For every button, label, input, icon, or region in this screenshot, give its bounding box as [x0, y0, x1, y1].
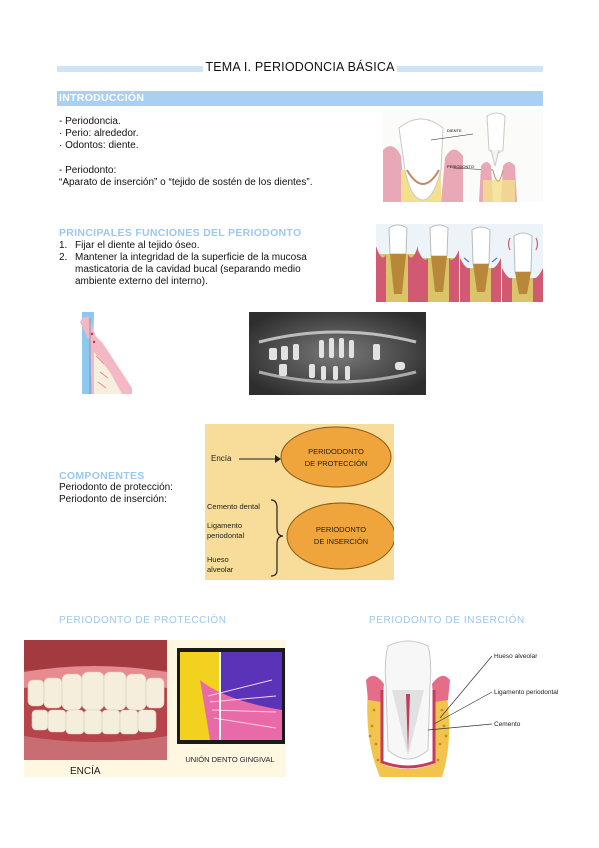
components-line: Periodonto de protección: [59, 482, 173, 493]
insertion-oval [286, 502, 394, 570]
insertion-item: Ligamento [207, 521, 242, 530]
figure-label-diente: DIENTE [447, 128, 462, 133]
components-line: Periodonto de inserción: [59, 494, 167, 505]
brace-icon [270, 499, 284, 577]
list-item: Mantener la integridad de la superficie … [75, 252, 307, 263]
heading-protection: PERIODONTO DE PROTECCIÓN [59, 615, 227, 626]
protection-label-2: DE PROTECCIÓN [305, 459, 368, 468]
insertion-item: Hueso [207, 555, 229, 564]
panoramic-xray [249, 312, 426, 395]
list-item: ambiente externo del interno). [75, 276, 208, 287]
union-label: UNIÓN DENTO GINGIVAL [185, 755, 274, 764]
insertion-label-2: DE INSERCIÓN [314, 537, 368, 546]
list-item: Fijar el diente al tejido óseo. [75, 240, 200, 251]
section-bar [57, 91, 543, 106]
intro-line: - Periodoncia. [59, 116, 121, 127]
diagram-encia-label: Encía [211, 454, 232, 463]
page-title: TEMA I. PERIODONCIA BÁSICA [203, 60, 397, 74]
insertion-item: Cemento dental [207, 502, 260, 511]
insertion-item: alveolar [207, 565, 234, 574]
label-hueso-alveolar: Hueso alveolar [494, 653, 538, 660]
heading-insertion: PERIODONTO DE INSERCIÓN [369, 615, 525, 626]
components-diagram: Encía PERIDODONTO DE PROTECCIÓN Cemento … [205, 424, 394, 580]
intro-line: - Periodonto: [59, 165, 117, 176]
arrow-right-icon [275, 455, 281, 463]
intro-line: “Aparato de inserción” o “tejido de sost… [59, 177, 313, 188]
section-heading-components: COMPONENTES [59, 470, 145, 482]
label-ligamento-periodontal: Ligamento periodontal [494, 689, 559, 696]
insertion-item: periodontal [207, 531, 244, 540]
intro-line: · Odontos: diente. [59, 140, 139, 151]
protection-label-1: PERIDODONTO [308, 447, 364, 456]
protection-oval [280, 426, 392, 488]
insertion-figure: Hueso alveolar Ligamento periodontal Cem… [360, 640, 567, 777]
section-heading-functions: PRINCIPALES FUNCIONES DEL PERIODONTO [59, 227, 302, 239]
protection-figure: ENCÍA UNIÓN DENTO GINGIVAL [24, 640, 286, 777]
tooth-periodontium-figure: DIENTE PERIODONTO [383, 110, 543, 202]
intro-line: · Perio: alrededor. [59, 128, 139, 139]
label-cemento: Cemento [494, 721, 521, 728]
list-item: masticatoria de la cavidad bucal (separa… [75, 264, 301, 275]
encia-label: ENCÍA [70, 764, 101, 777]
insertion-label-1: PERIODONTO [316, 525, 366, 534]
gingiva-diagram [76, 312, 133, 394]
figure-label-periodonto: PERIODONTO [447, 164, 474, 169]
section-heading-intro: INTRODUCCIÓN [59, 92, 145, 104]
list-number: 1. [59, 240, 68, 251]
list-number: 2. [59, 252, 68, 263]
teeth-mobility-figure [376, 224, 543, 302]
